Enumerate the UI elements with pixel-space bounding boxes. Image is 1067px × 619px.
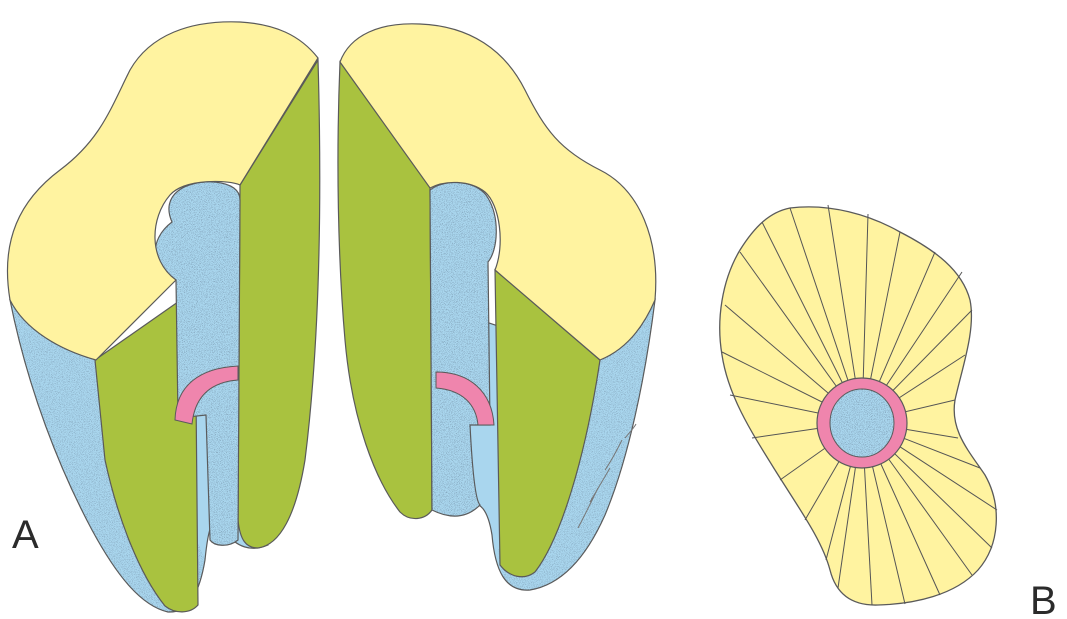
panel-a-right-half [338,24,656,590]
panel-b-label: B [1030,579,1057,619]
panel-b-cross-section [720,205,997,605]
panel-a-left-half [7,22,319,612]
panel-a-label: A [12,513,39,557]
